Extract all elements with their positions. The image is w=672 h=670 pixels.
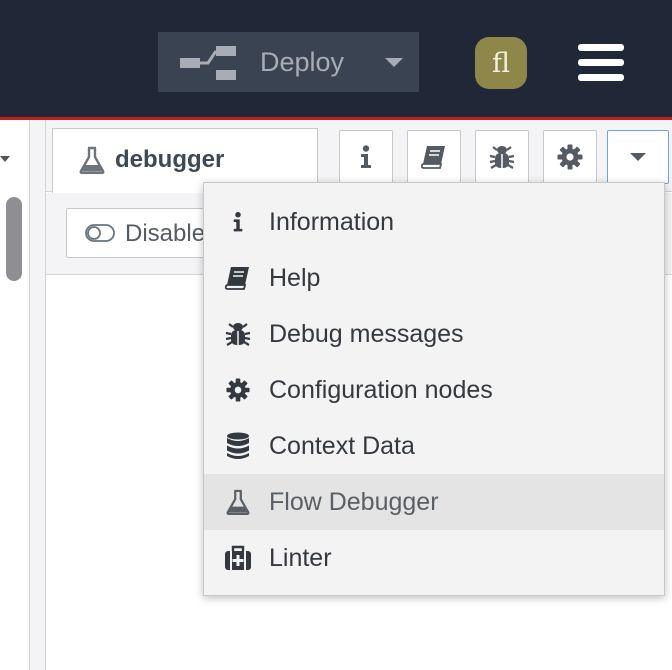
menu-item-label: Help [269,264,321,292]
sidebar-tabbar: debugger [46,120,672,193]
menu-item-help[interactable]: Help [204,250,664,306]
tab-debug-button[interactable] [475,130,529,184]
book-icon [421,146,445,169]
caret-down-icon [630,153,646,161]
header-bar: Deploy fl [0,0,672,117]
menu-item-debug-messages[interactable]: Debug messages [204,306,664,362]
workspace-scrollbar[interactable] [6,197,22,281]
sidebar-tab-menu: Information Help Debug messages Configur… [203,182,665,596]
info-icon [224,208,252,236]
deploy-label: Deploy [260,47,345,77]
tab-info-button[interactable] [339,130,393,184]
bug-icon [489,146,515,169]
sidebar-splitter[interactable] [30,120,46,670]
bug-icon [224,320,252,348]
flask-icon [224,488,252,516]
menu-item-label: Configuration nodes [269,376,493,404]
tab-more-button[interactable] [607,130,669,184]
hamburger-icon [578,44,624,51]
menu-item-label: Context Data [269,432,415,460]
menu-item-label: Debug messages [269,320,464,348]
flask-icon [79,146,105,174]
gear-icon [557,144,583,170]
caret-down-icon[interactable] [385,58,403,67]
deploy-icon [180,46,236,80]
book-icon [224,264,252,292]
tab-label: debugger [115,146,225,173]
menu-item-information[interactable]: Information [204,194,664,250]
disable-label: Disable [125,220,206,247]
tab-config-button[interactable] [543,130,597,184]
header-accent-line [0,117,672,120]
menu-item-context-data[interactable]: Context Data [204,418,664,474]
menu-item-linter[interactable]: Linter [204,530,664,586]
menu-item-label: Flow Debugger [269,488,439,516]
info-icon [361,145,371,168]
menu-item-label: Linter [269,544,332,572]
menu-item-configuration-nodes[interactable]: Configuration nodes [204,362,664,418]
main-menu-button[interactable] [578,44,624,82]
tab-help-button[interactable] [407,130,461,184]
menu-item-label: Information [269,208,395,236]
database-icon [224,432,252,460]
gear-icon [224,376,252,404]
deploy-button[interactable]: Deploy [158,32,419,92]
toggle-off-icon [85,224,115,242]
menu-item-flow-debugger[interactable]: Flow Debugger [204,474,664,530]
caret-down-icon[interactable] [0,156,10,162]
medkit-icon [224,544,252,572]
user-avatar[interactable]: fl [475,37,527,89]
